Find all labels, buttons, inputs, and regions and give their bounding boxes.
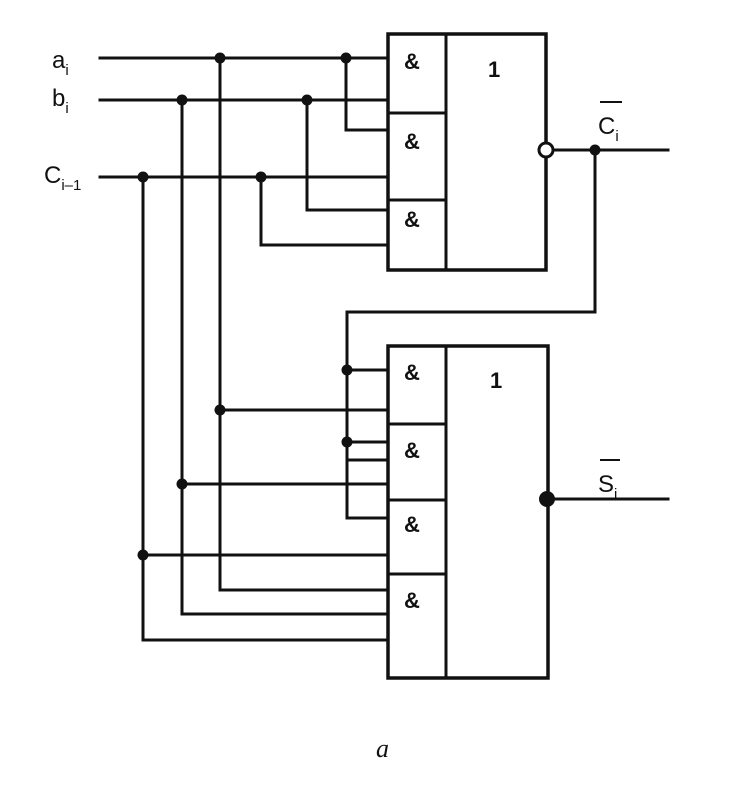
wire-and3-c	[259, 175, 390, 247]
sum-and-gate-1-label: &	[404, 360, 420, 385]
svg-text:Si: Si	[598, 471, 617, 503]
wire-b-vertical	[180, 98, 390, 616]
carry-and-gate-1-label: &	[404, 49, 420, 74]
carry-or-label: 1	[488, 57, 500, 82]
junction-dot	[214, 52, 226, 64]
wires	[98, 56, 670, 642]
wire-and2-a	[344, 56, 390, 132]
sum-or-gate	[386, 344, 550, 680]
sum-and-gate-4-label: &	[404, 588, 420, 613]
carry-or-gate	[386, 32, 548, 272]
junction-dot	[301, 94, 313, 106]
sum-and-gate-3-label: &	[404, 512, 420, 537]
junctions	[137, 52, 601, 561]
wire-and3-b	[305, 98, 390, 212]
svg-text:Ci: Ci	[598, 113, 619, 145]
junction-dot	[214, 404, 226, 416]
carry-and-gate-2-label: &	[404, 129, 420, 154]
junction-dot	[137, 171, 149, 183]
input-label-carry-in: Ci–1	[44, 162, 81, 194]
wire-c-vertical	[141, 175, 390, 642]
carry-inversion-circle	[537, 141, 555, 159]
input-label-b: bi	[52, 85, 69, 117]
junction-dot	[341, 436, 353, 448]
carry-and-gate-3-label: &	[404, 207, 420, 232]
output-label-carry: Ci	[598, 101, 622, 145]
sum-output-node	[539, 491, 555, 507]
junction-dot	[176, 478, 188, 490]
carry-gate-block: & & & 1	[386, 32, 555, 272]
junction-dot	[137, 549, 149, 561]
junction-dot	[589, 144, 601, 156]
junction-dot	[255, 171, 267, 183]
sum-or-label: 1	[490, 368, 502, 393]
junction-dot	[176, 94, 188, 106]
output-label-sum: Si	[598, 459, 620, 503]
sum-gate-block: & & & & 1	[386, 344, 555, 680]
wire-carry-feedback	[345, 148, 597, 520]
input-label-a: ai	[52, 47, 69, 79]
wire-a-vertical	[218, 56, 390, 592]
sum-and-gate-2-label: &	[404, 438, 420, 463]
junction-dot	[340, 52, 352, 64]
figure-caption: a	[376, 734, 389, 763]
junction-dot	[341, 364, 353, 376]
